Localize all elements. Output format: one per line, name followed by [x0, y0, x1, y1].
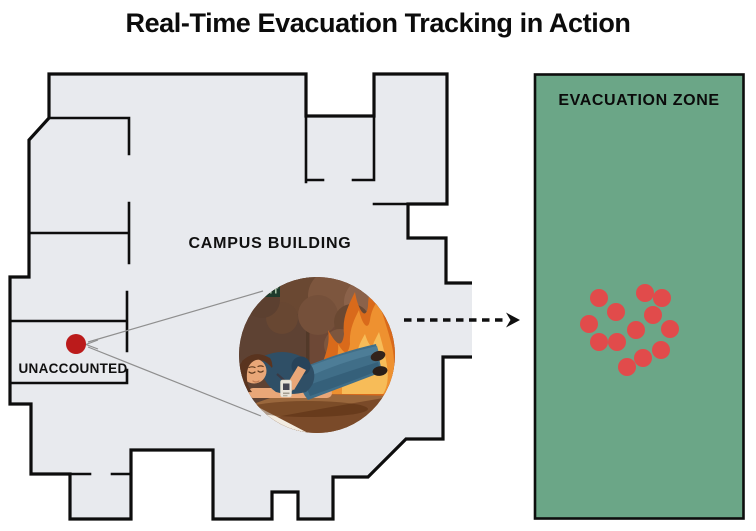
evacuee-dots	[580, 284, 679, 376]
evacuation-zone	[533, 73, 745, 520]
evacuation-zone-label: EVACUATION ZONE	[558, 92, 719, 109]
evacuee-dot	[590, 333, 608, 351]
unaccounted-label: UNACCOUNTED	[18, 361, 127, 376]
evacuee-dot	[627, 321, 645, 339]
evacuee-dot	[608, 333, 626, 351]
callout-lines	[84, 290, 264, 417]
evacuee-dot	[580, 315, 598, 333]
building-interior-walls	[8, 114, 410, 476]
evacuee-dot	[636, 284, 654, 302]
evacuee-dot	[607, 303, 625, 321]
evacuee-dot	[618, 358, 636, 376]
page-title: Real-Time Evacuation Tracking in Action	[125, 8, 631, 38]
callout-arrowhead	[84, 339, 99, 350]
building-label: CAMPUS BUILDING	[188, 235, 351, 252]
id-badge	[276, 373, 292, 398]
evacuee-dot	[634, 349, 652, 367]
evacuee-dot	[644, 306, 662, 324]
unaccounted-dot	[66, 334, 86, 354]
building-outline	[8, 72, 472, 521]
evacuee-dot	[590, 289, 608, 307]
evacuee-dot	[652, 341, 670, 359]
evacuation-flow-arrow	[404, 312, 520, 328]
evacuee-dot	[661, 320, 679, 338]
building-floorplan	[10, 74, 472, 519]
evacuee-dot	[653, 289, 671, 307]
person-figure	[239, 344, 388, 417]
